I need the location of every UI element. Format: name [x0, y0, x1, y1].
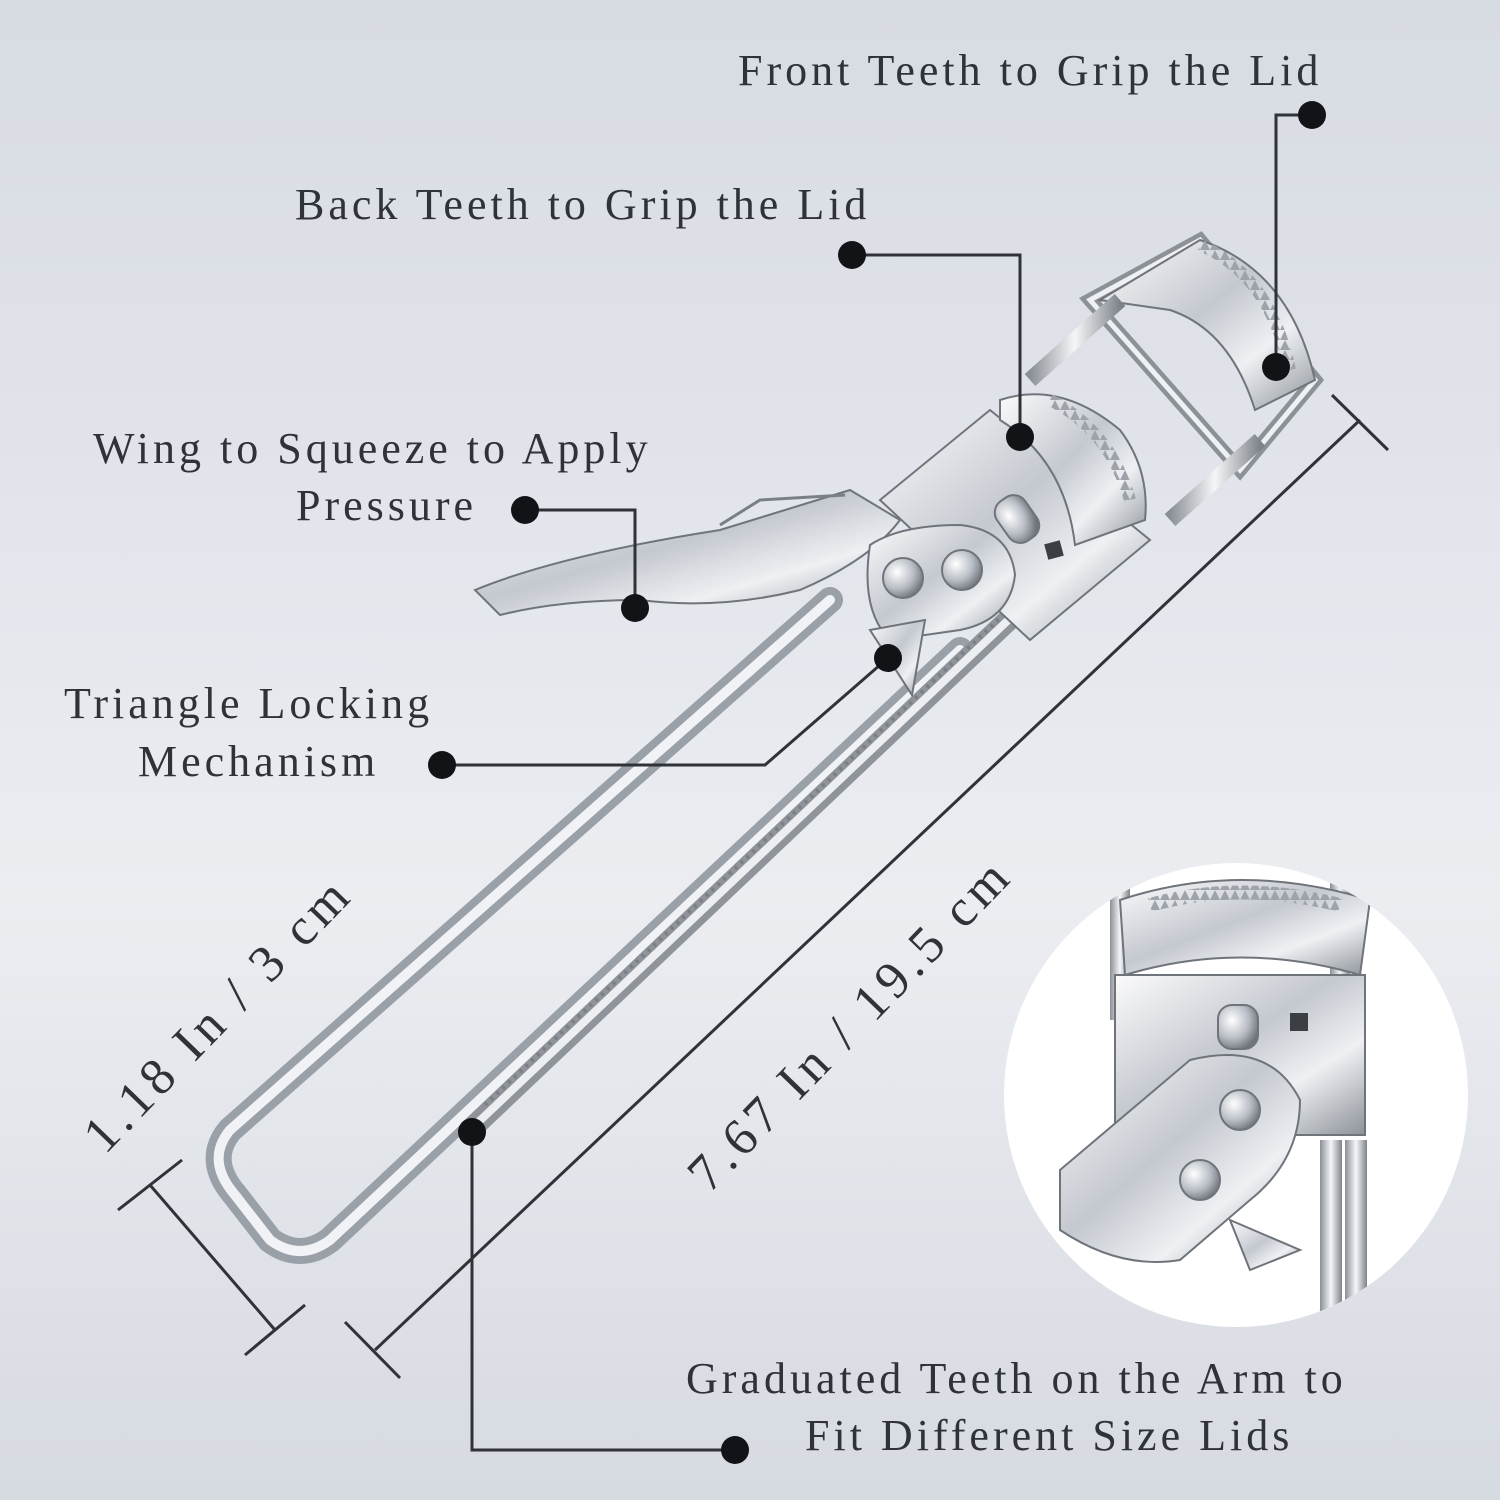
leader-wing: [525, 508, 637, 608]
dot-triangle-label: [428, 751, 456, 779]
label-back-teeth: Back Teeth to Grip the Lid: [295, 180, 871, 229]
head-frame: [1024, 231, 1325, 526]
leader-triangle: [442, 656, 889, 767]
dot-front-teeth-target: [1262, 353, 1290, 381]
leader-back-teeth: [852, 253, 1022, 435]
width-dimension-line: [117, 1158, 306, 1357]
dot-triangle-target: [874, 644, 902, 672]
dot-front-teeth-label: [1298, 101, 1326, 129]
wing-lever: [473, 488, 902, 617]
callout-dots: [428, 101, 1326, 1464]
jar-opener-illustration: [205, 231, 1325, 1264]
front-jaw: [1097, 238, 1317, 412]
label-graduated-line2: Fit Different Size Lids: [805, 1411, 1294, 1460]
pivot-plate: [866, 523, 1017, 642]
dot-wing-label: [511, 496, 539, 524]
dot-back-teeth-target: [1006, 423, 1034, 451]
length-dimension-line: [343, 393, 1390, 1380]
label-triangle-line2: Mechanism: [138, 737, 380, 786]
leader-graduated: [470, 1132, 735, 1452]
label-graduated-line1: Graduated Teeth on the Arm to: [686, 1354, 1347, 1403]
label-triangle-line1: Triangle Locking: [64, 679, 434, 728]
back-jaw: [999, 393, 1147, 547]
dot-graduated-target: [458, 1118, 486, 1146]
toothed-arm: [459, 579, 1051, 1141]
label-wing-line2: Pressure: [296, 481, 478, 530]
detail-inset: [1004, 863, 1468, 1327]
dot-wing-target: [621, 594, 649, 622]
dot-back-teeth-label: [838, 241, 866, 269]
label-front-teeth: Front Teeth to Grip the Lid: [738, 46, 1323, 95]
dot-graduated-label: [721, 1436, 749, 1464]
label-wing-line1: Wing to Squeeze to Apply: [93, 424, 652, 473]
